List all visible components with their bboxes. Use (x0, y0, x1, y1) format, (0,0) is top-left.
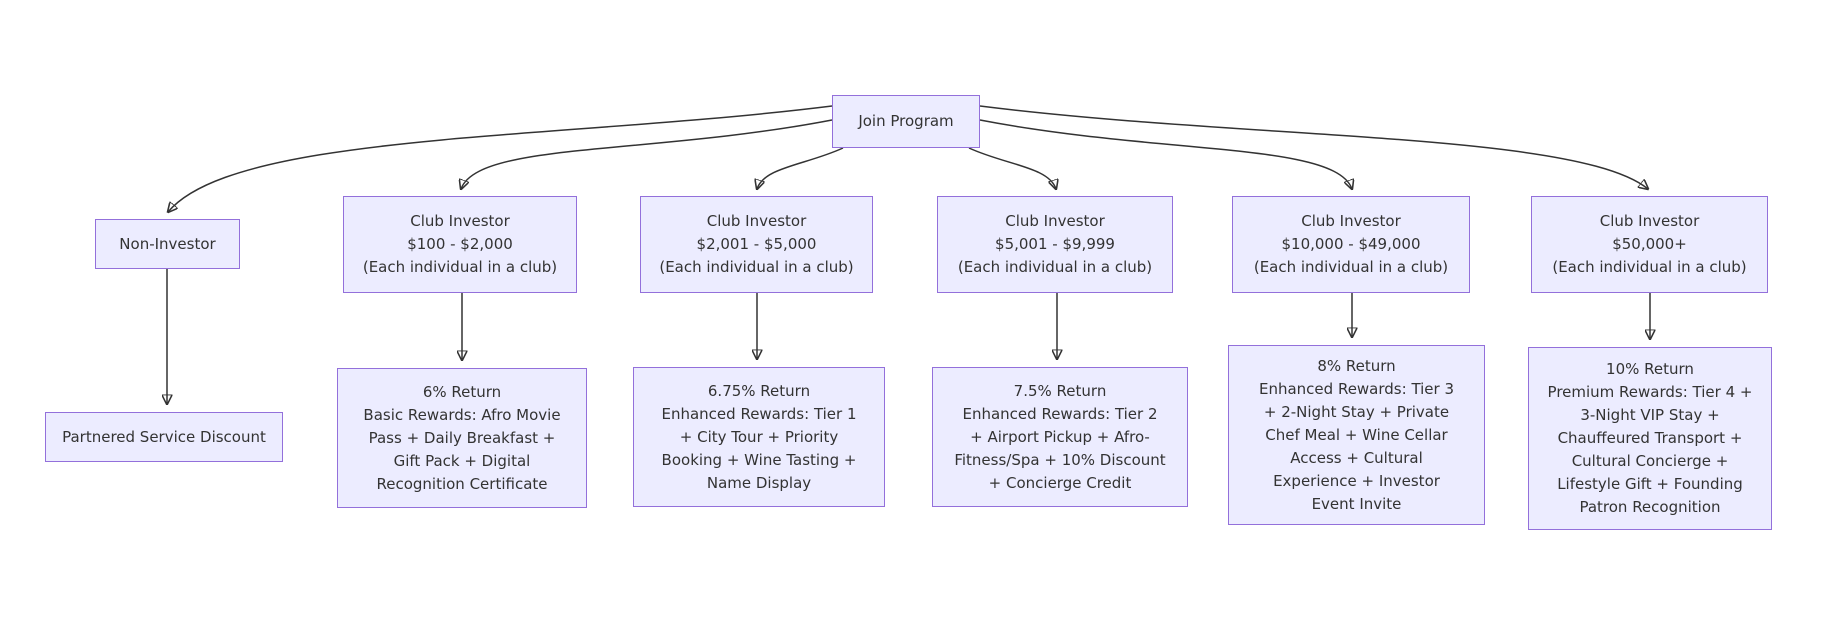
edge-root-to-tier-100-2000 (461, 119, 833, 189)
node-reward-8-percent-return: 8% Return Enhanced Rewards: Tier 3 + 2-N… (1228, 345, 1485, 525)
node-tier-club-investor-10000-49000: Club Investor $10,000 - $49,000 (Each in… (1232, 196, 1470, 293)
node-reward-partnered-service-discount: Partnered Service Discount (45, 412, 283, 462)
edge-root-to-tier-2001-5000 (757, 147, 844, 189)
edge-root-to-non-investor (168, 105, 833, 212)
node-tier-non-investor: Non-Investor (95, 219, 240, 269)
node-reward-10-percent-return: 10% Return Premium Rewards: Tier 4 + 3-N… (1528, 347, 1772, 530)
node-reward-6-percent-return: 6% Return Basic Rewards: Afro Movie Pass… (337, 368, 587, 508)
edge-root-to-tier-10000-49000 (979, 119, 1352, 189)
node-reward-7-5-percent-return: 7.5% Return Enhanced Rewards: Tier 2 + A… (932, 367, 1188, 507)
node-join-program: Join Program (832, 95, 980, 148)
node-tier-club-investor-2001-5000: Club Investor $2,001 - $5,000 (Each indi… (640, 196, 873, 293)
node-reward-6-75-percent-return: 6.75% Return Enhanced Rewards: Tier 1 + … (633, 367, 885, 507)
edge-root-to-tier-5001-9999 (968, 147, 1056, 189)
node-tier-club-investor-50000-plus: Club Investor $50,000+ (Each individual … (1531, 196, 1768, 293)
node-tier-club-investor-5001-9999: Club Investor $5,001 - $9,999 (Each indi… (937, 196, 1173, 293)
edge-root-to-tier-50000-plus (979, 105, 1648, 189)
node-tier-club-investor-100-2000: Club Investor $100 - $2,000 (Each indivi… (343, 196, 577, 293)
